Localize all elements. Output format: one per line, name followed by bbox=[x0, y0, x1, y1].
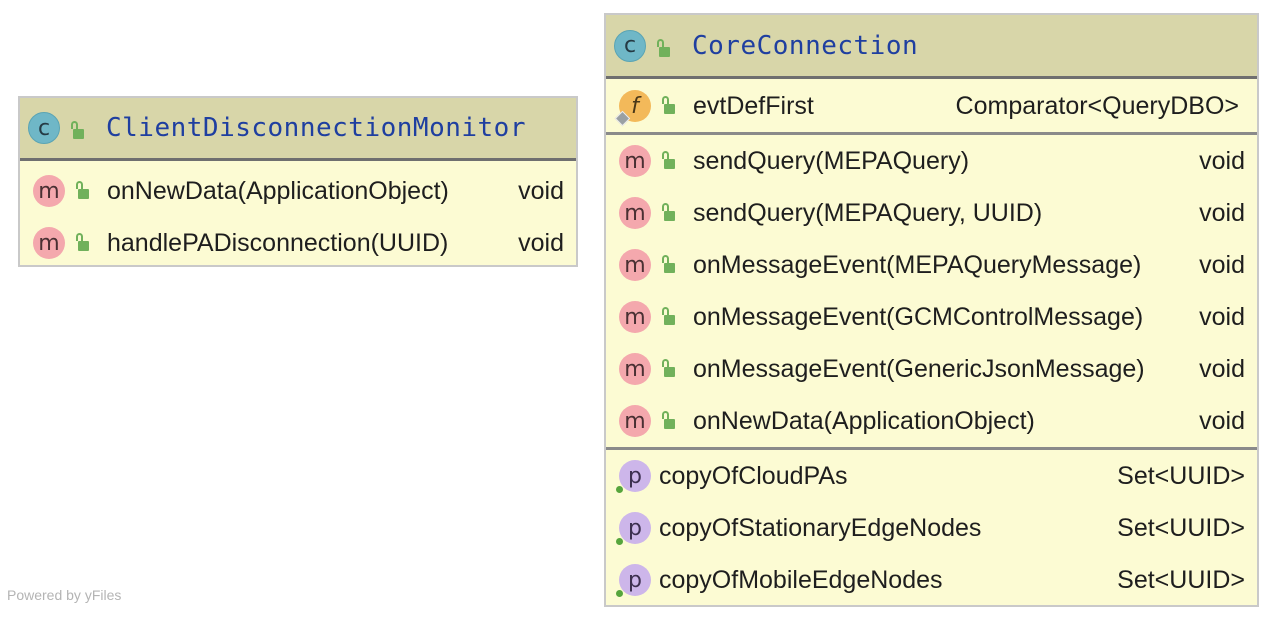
method-row[interactable]: m handlePADisconnection(UUID) void bbox=[20, 217, 576, 269]
class-box-core-connection[interactable]: c CoreConnection f evtDefFirst Comparato… bbox=[604, 13, 1259, 607]
public-lock-icon bbox=[70, 121, 84, 141]
property-icon: p bbox=[616, 460, 651, 493]
field-icon: f bbox=[614, 90, 651, 127]
method-row[interactable]: m onMessageEvent(GenericJsonMessage) voi… bbox=[606, 343, 1257, 395]
method-return-type: void bbox=[1199, 198, 1245, 227]
public-lock-icon bbox=[661, 307, 675, 327]
property-name: copyOfMobileEdgeNodes bbox=[659, 565, 943, 594]
public-lock-icon bbox=[661, 255, 675, 275]
property-icon: p bbox=[616, 512, 651, 545]
class-header: c ClientDisconnectionMonitor bbox=[20, 98, 576, 161]
method-signature: onMessageEvent(GCMControlMessage) bbox=[693, 302, 1144, 331]
method-return-type: void bbox=[518, 176, 564, 205]
class-name: ClientDisconnectionMonitor bbox=[106, 113, 526, 143]
method-signature: sendQuery(MEPAQuery) bbox=[693, 146, 970, 175]
property-row[interactable]: p copyOfStationaryEdgeNodes Set<UUID> bbox=[606, 502, 1257, 554]
public-lock-icon bbox=[661, 96, 675, 116]
class-icon: c bbox=[614, 29, 646, 62]
method-return-type: void bbox=[1199, 302, 1245, 331]
public-lock-icon bbox=[661, 151, 675, 171]
method-row[interactable]: m onMessageEvent(GCMControlMessage) void bbox=[606, 291, 1257, 343]
method-row[interactable]: m onNewData(ApplicationObject) void bbox=[606, 395, 1257, 447]
method-row[interactable]: m sendQuery(MEPAQuery) void bbox=[606, 135, 1257, 187]
methods-section: m onNewData(ApplicationObject) void m ha… bbox=[20, 161, 576, 269]
public-lock-icon bbox=[75, 181, 89, 201]
field-name: evtDefFirst bbox=[693, 91, 814, 120]
class-icon: c bbox=[28, 112, 60, 144]
property-type: Set<UUID> bbox=[1117, 513, 1245, 542]
powered-by-footer: Powered by yFiles bbox=[7, 587, 122, 603]
public-lock-icon bbox=[661, 203, 675, 223]
property-row[interactable]: p copyOfCloudPAs Set<UUID> bbox=[606, 450, 1257, 502]
method-row[interactable]: m sendQuery(MEPAQuery, UUID) void bbox=[606, 187, 1257, 239]
method-return-type: void bbox=[1199, 406, 1245, 435]
property-name: copyOfCloudPAs bbox=[659, 461, 848, 490]
method-return-type: void bbox=[1199, 146, 1245, 175]
method-icon: m bbox=[619, 301, 651, 333]
method-icon: m bbox=[619, 145, 651, 177]
method-signature: onNewData(ApplicationObject) bbox=[107, 176, 449, 205]
method-return-type: void bbox=[1199, 250, 1245, 279]
method-icon: m bbox=[619, 353, 651, 385]
public-lock-icon bbox=[75, 233, 89, 253]
method-signature: onNewData(ApplicationObject) bbox=[693, 406, 1035, 435]
public-lock-icon bbox=[661, 411, 675, 431]
method-return-type: void bbox=[518, 228, 564, 257]
property-type: Set<UUID> bbox=[1117, 461, 1245, 490]
method-signature: handlePADisconnection(UUID) bbox=[107, 228, 449, 257]
public-lock-icon bbox=[661, 359, 675, 379]
method-signature: onMessageEvent(GenericJsonMessage) bbox=[693, 354, 1145, 383]
method-icon: m bbox=[33, 175, 65, 207]
property-type: Set<UUID> bbox=[1117, 565, 1245, 594]
class-name: CoreConnection bbox=[692, 30, 919, 61]
property-icon: p bbox=[616, 564, 651, 597]
method-signature: onMessageEvent(MEPAQueryMessage) bbox=[693, 250, 1142, 279]
method-signature: sendQuery(MEPAQuery, UUID) bbox=[693, 198, 1043, 227]
properties-section: p copyOfCloudPAs Set<UUID> p copyOfStati… bbox=[606, 450, 1257, 606]
method-return-type: void bbox=[1199, 354, 1245, 383]
method-icon: m bbox=[619, 249, 651, 281]
section-divider bbox=[606, 447, 1257, 450]
property-row[interactable]: p copyOfMobileEdgeNodes Set<UUID> bbox=[606, 554, 1257, 606]
class-header: c CoreConnection bbox=[606, 15, 1257, 79]
section-divider bbox=[606, 132, 1257, 135]
property-name: copyOfStationaryEdgeNodes bbox=[659, 513, 982, 542]
methods-section: m sendQuery(MEPAQuery) void m sendQuery(… bbox=[606, 135, 1257, 447]
method-icon: m bbox=[619, 405, 651, 437]
field-row[interactable]: f evtDefFirst Comparator<QueryDBO> bbox=[606, 80, 1257, 132]
field-type: Comparator<QueryDBO> bbox=[955, 91, 1239, 120]
method-icon: m bbox=[619, 197, 651, 229]
method-row[interactable]: m onNewData(ApplicationObject) void bbox=[20, 165, 576, 217]
fields-section: f evtDefFirst Comparator<QueryDBO> bbox=[606, 79, 1257, 132]
class-box-client-disconnection-monitor[interactable]: c ClientDisconnectionMonitor m onNewData… bbox=[18, 96, 578, 267]
public-lock-icon bbox=[656, 38, 670, 59]
method-row[interactable]: m onMessageEvent(MEPAQueryMessage) void bbox=[606, 239, 1257, 291]
method-icon: m bbox=[33, 227, 65, 259]
